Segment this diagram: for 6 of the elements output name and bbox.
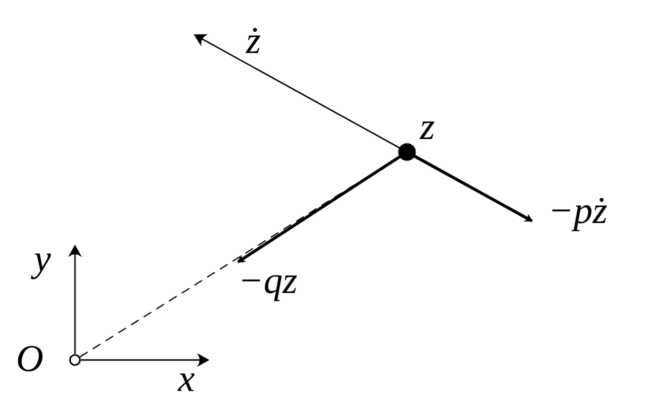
point-label: O	[16, 340, 44, 378]
vector-label: −qz	[238, 262, 298, 300]
axis-label: x	[178, 360, 195, 398]
vector-label: −pż	[548, 192, 608, 230]
point-label: z	[420, 108, 435, 146]
vector-label: ż	[246, 22, 261, 60]
